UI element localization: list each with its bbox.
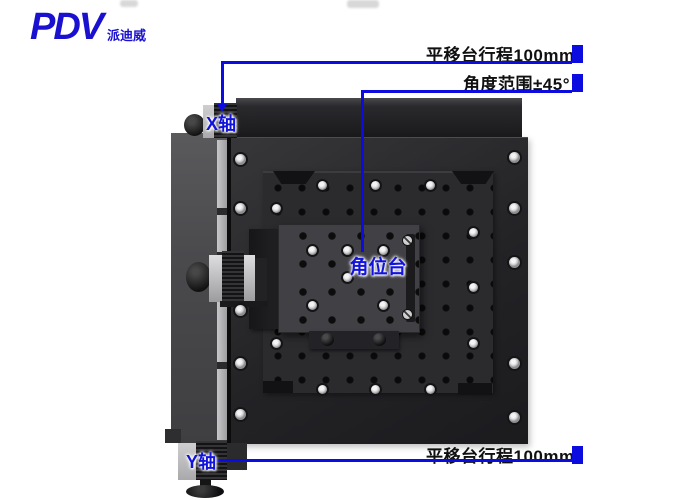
callout-top-travel: 平移台行程100mm <box>426 46 575 65</box>
callout-line <box>362 90 572 93</box>
column-foot-block <box>165 429 181 443</box>
plate-notch <box>273 171 315 184</box>
x-motor-bracket <box>203 105 214 138</box>
y-motor-bracket <box>178 443 196 480</box>
screw <box>426 385 435 394</box>
screw <box>235 358 246 369</box>
motor-flange <box>244 255 255 302</box>
rail-joint <box>217 208 228 215</box>
callout-line <box>214 459 572 462</box>
screw <box>308 301 317 310</box>
slotted-set-screw <box>403 236 412 245</box>
screw <box>509 203 520 214</box>
rail-joint <box>217 362 228 369</box>
screw <box>343 273 352 282</box>
screw <box>469 283 478 292</box>
x-motor-knob <box>184 114 205 136</box>
callout-end-marker <box>572 74 583 92</box>
label-y-axis: Y轴 <box>186 452 217 472</box>
brand-logo-subtitle: 派迪威 <box>107 28 147 43</box>
label-rotary-stage: 角位台 <box>349 257 407 278</box>
callout-arrow <box>217 104 227 112</box>
screw <box>272 339 281 348</box>
screw <box>235 154 246 165</box>
callout-line <box>221 61 224 105</box>
leveling-foot <box>186 485 224 498</box>
screw <box>509 257 520 268</box>
screw <box>235 305 246 316</box>
motor-bracket <box>255 258 267 302</box>
motor-bracket-arm <box>220 301 268 307</box>
callout-end-marker <box>572 45 583 63</box>
label-x-axis: X轴 <box>206 114 237 134</box>
clamp-knob <box>321 333 334 346</box>
callout-line <box>361 90 364 252</box>
x-axis-rail-bar <box>236 98 522 139</box>
screw <box>318 385 327 394</box>
foot-stem <box>200 479 211 488</box>
screw <box>426 181 435 190</box>
rotary-stage-slot <box>406 234 415 322</box>
plate-notch <box>458 383 492 395</box>
screw <box>235 409 246 420</box>
plate-notch <box>452 171 494 184</box>
screw <box>509 358 520 369</box>
screw <box>469 228 478 237</box>
callout-end-marker <box>572 446 583 464</box>
slotted-set-screw <box>403 310 412 319</box>
screw <box>272 204 281 213</box>
callout-line <box>222 61 572 64</box>
screw <box>371 385 380 394</box>
screw <box>469 339 478 348</box>
watermark-smudge <box>347 0 379 8</box>
screw <box>343 246 352 255</box>
watermark-smudge <box>120 0 138 7</box>
clamp-plate <box>309 331 399 349</box>
screw <box>509 412 520 423</box>
clamp-knob <box>373 333 386 346</box>
screw <box>318 181 327 190</box>
screw <box>509 152 520 163</box>
motor-flange <box>209 255 222 302</box>
y-motor-wedge <box>227 443 247 470</box>
screw <box>371 181 380 190</box>
screw <box>379 246 388 255</box>
screw <box>308 246 317 255</box>
plate-notch <box>263 381 293 393</box>
brand-logo: PDV <box>30 6 104 48</box>
callout-angle-range: 角度范围±45° <box>462 75 570 94</box>
motor-knob <box>186 262 211 292</box>
screw <box>379 301 388 310</box>
callout-bottom-travel: 平移台行程100mm <box>426 447 575 466</box>
stepper-motor-body <box>222 251 244 302</box>
screw <box>235 203 246 214</box>
